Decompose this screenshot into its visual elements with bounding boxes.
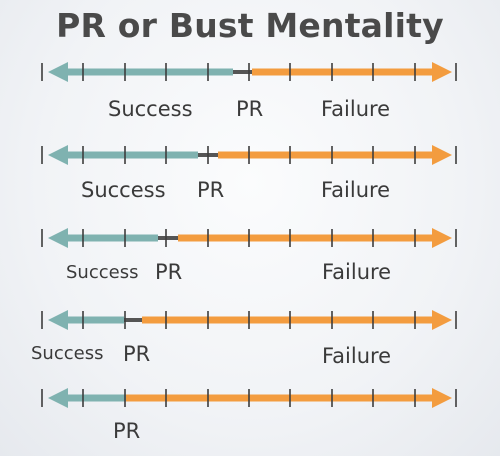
row-5-pr-label: PR [113,419,141,443]
row-2-failure-arrowhead [432,145,452,165]
slide-title: PR or Bust Mentality [56,6,444,45]
row-1-success-arrowhead [48,62,68,82]
row-2-success-label: Success [81,178,166,202]
row-2-success-arrowhead [48,145,68,165]
row-3-success-label: Success [66,262,139,283]
row-3-failure-arrowhead [432,228,452,248]
row-1-pr-label: PR [236,97,264,121]
row-4-pr-label: PR [123,342,151,366]
row-4-success-label: Success [31,343,104,364]
row-4-failure-arrowhead [432,310,452,330]
row-3-pr-label: PR [155,260,183,284]
row-1-failure-arrowhead [432,62,452,82]
row-1-success-label: Success [108,97,193,121]
row-5-failure-arrowhead [432,388,452,408]
row-4-success-arrowhead [48,310,68,330]
row-2-failure-label: Failure [321,178,391,202]
row-2-pr-label: PR [197,178,225,202]
row-4-failure-label: Failure [322,344,392,368]
row-5-success-arrowhead [48,388,68,408]
row-1-failure-label: Failure [321,97,391,121]
row-3-failure-label: Failure [322,260,392,284]
row-3-success-arrowhead [48,228,68,248]
